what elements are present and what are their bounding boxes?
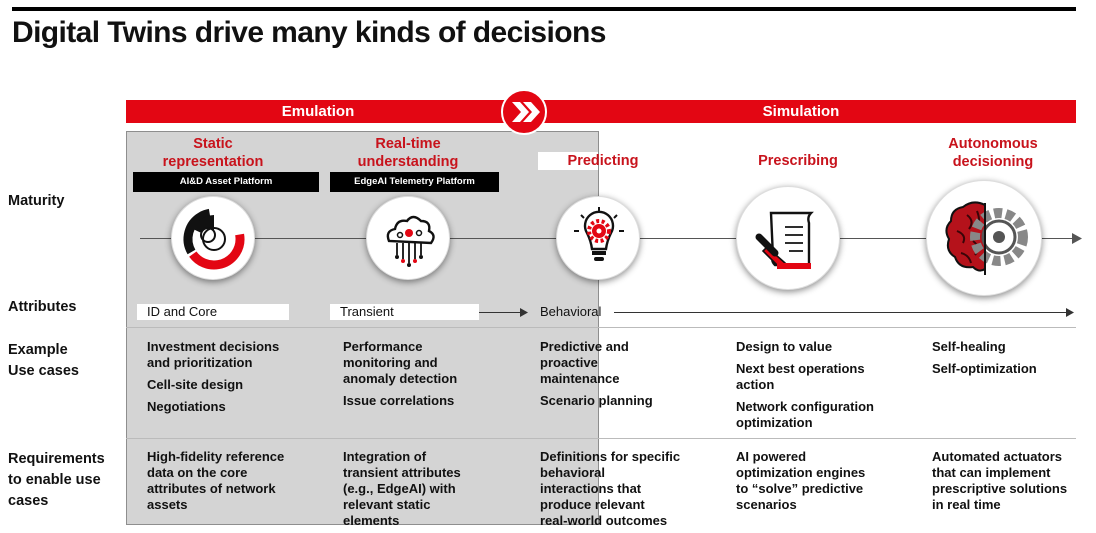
stage-prescribing: Prescribing (758, 153, 838, 169)
platform-badge-asset: AI&D Asset Platform (133, 172, 319, 192)
pie-chart-icon (171, 196, 255, 280)
cloud-circuit-icon (366, 196, 450, 280)
use-case-item: Scenario planning (540, 393, 653, 408)
attribute-id-and-core: ID and Core (137, 304, 289, 320)
document-pen-icon (736, 186, 840, 290)
use-case-item: Negotiations (147, 399, 226, 414)
use-case-item: Self-healing (932, 339, 1006, 354)
simulation-band: Simulation (526, 100, 1076, 123)
row-divider (126, 327, 1076, 328)
emulation-band: Emulation (126, 100, 510, 123)
predicting-label-backdrop (538, 152, 598, 170)
page-title: Digital Twins drive many kinds of decisi… (12, 16, 606, 49)
stage-predicting: Predicting (567, 153, 639, 169)
use-case-item: Self-optimization (932, 361, 1037, 376)
row-divider (126, 438, 1076, 439)
row-label-attributes: Attributes (8, 299, 77, 315)
timeline-arrowhead-icon (1072, 233, 1082, 244)
top-rule (12, 7, 1076, 11)
use-case-item: Issue correlations (343, 393, 455, 408)
behavioral-arrowhead-icon (1066, 308, 1074, 317)
brain-gear-icon (926, 180, 1042, 296)
attribute-arrow-line (479, 312, 525, 313)
attribute-transient: Transient (330, 304, 479, 320)
attribute-arrowhead-icon (520, 308, 528, 317)
use-case-item: Design to value (736, 339, 833, 354)
chevron-forward-icon (501, 89, 547, 135)
use-cases-autonomous: Self-healing Self-optimization (932, 339, 1096, 383)
lightbulb-gear-icon (556, 196, 640, 280)
use-case-item: Cell-site design (147, 377, 244, 392)
platform-badge-telemetry: EdgeAI Telemetry Platform (330, 172, 499, 192)
row-label-maturity: Maturity (8, 193, 65, 209)
attribute-behavioral: Behavioral (540, 304, 602, 319)
behavioral-arrow-line (614, 312, 1069, 313)
